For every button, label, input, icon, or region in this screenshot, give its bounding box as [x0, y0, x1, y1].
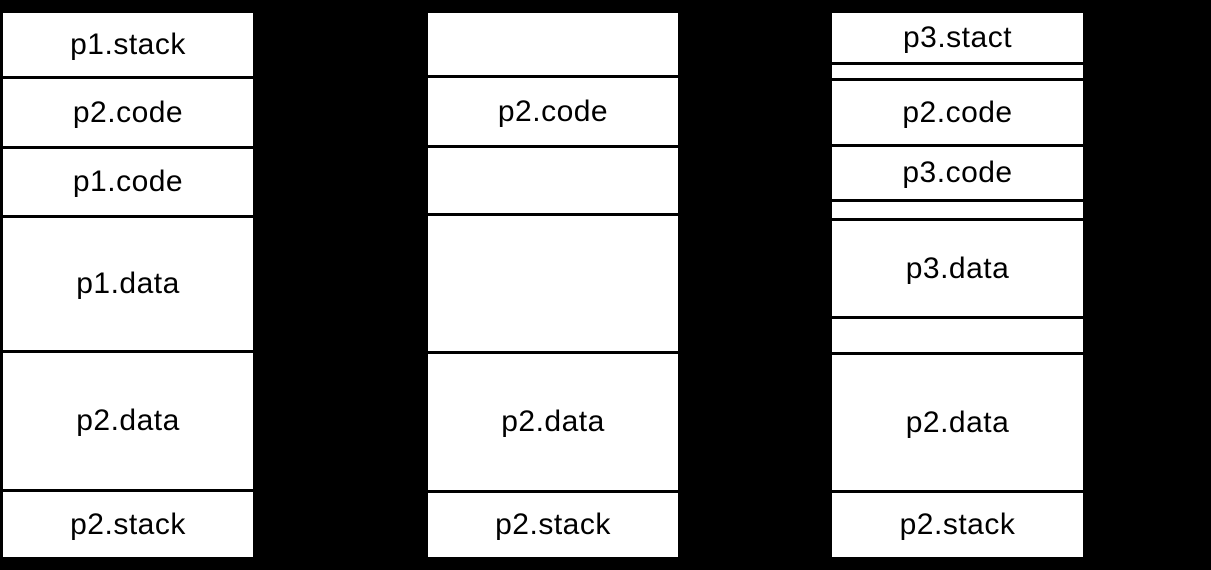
segment-p1-code: p1.code	[3, 149, 253, 215]
segment-p3-data: p3.data	[832, 221, 1083, 316]
segment-p2-data: p2.data	[428, 354, 678, 490]
segment-p2-stack: p2.stack	[3, 492, 253, 557]
memory-column-1: p1.stack p2.code p1.code p1.data p2.data…	[0, 10, 256, 560]
segment-free	[428, 148, 678, 213]
segment-p2-stack: p2.stack	[428, 493, 678, 557]
segment-p2-data: p2.data	[832, 355, 1083, 490]
segment-p3-code: p3.code	[832, 147, 1083, 199]
segment-free	[832, 65, 1083, 78]
segment-free	[428, 13, 678, 75]
segment-free	[832, 202, 1083, 218]
segment-p1-stack: p1.stack	[3, 13, 253, 76]
memory-column-2: p2.code p2.data p2.stack	[425, 10, 681, 560]
memory-column-3: p3.stact p2.code p3.code p3.data p2.data…	[829, 10, 1086, 560]
segment-p2-code: p2.code	[428, 78, 678, 145]
segment-free	[832, 319, 1083, 352]
segment-p1-data: p1.data	[3, 218, 253, 350]
segment-free	[428, 216, 678, 351]
segment-p2-code: p2.code	[832, 81, 1083, 144]
segment-p3-stact: p3.stact	[832, 13, 1083, 62]
segment-p2-stack: p2.stack	[832, 493, 1083, 557]
segment-p2-data: p2.data	[3, 353, 253, 489]
segment-p2-code: p2.code	[3, 79, 253, 146]
